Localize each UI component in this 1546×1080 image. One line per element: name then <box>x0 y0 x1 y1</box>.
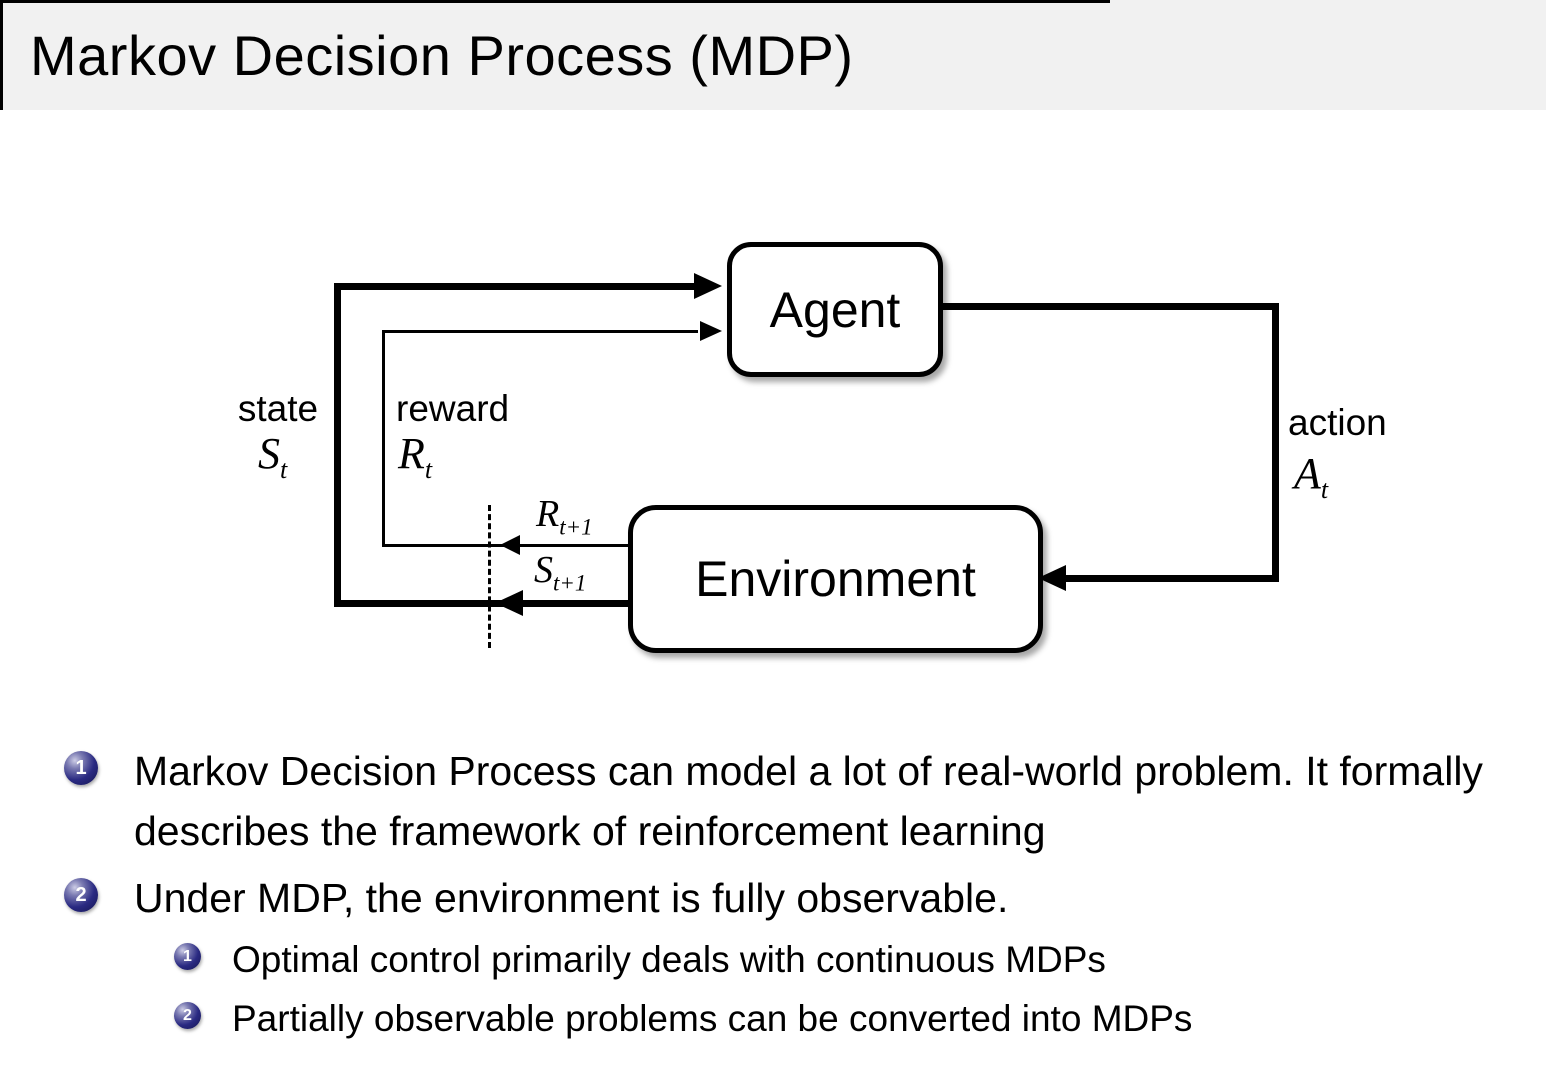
nested-list: 1 Optimal control primarily deals with c… <box>174 934 1524 1045</box>
reward-to-agent-arrowhead-icon <box>700 321 722 341</box>
agent-box: Agent <box>727 242 943 377</box>
state-label: state <box>237 388 319 429</box>
list-item: 1 Markov Decision Process can model a lo… <box>64 741 1524 861</box>
state-to-agent-line <box>334 283 694 290</box>
list-item-text: Partially observable problems can be con… <box>232 998 1193 1039</box>
list-item: 2 Under MDP, the environment is fully ob… <box>64 868 1524 928</box>
bullet-ball-icon: 2 <box>64 878 98 912</box>
state-loop-vertical-line <box>334 283 341 607</box>
next-state-symbol-subscript: t+1 <box>553 570 587 596</box>
next-reward-symbol-subscript: t+1 <box>559 514 593 540</box>
bullet-ball-icon: 1 <box>174 943 201 970</box>
bullet-ball-icon: 2 <box>174 1002 201 1029</box>
next-state-line <box>334 600 628 607</box>
time-step-boundary-dashed-line <box>488 505 491 648</box>
state-symbol-base: S <box>258 429 280 478</box>
list-item-text: Markov Decision Process can model a lot … <box>134 748 1483 854</box>
action-vertical-line <box>1272 303 1279 582</box>
state-symbol-subscript: t <box>280 454 288 484</box>
bullet-ball-icon: 1 <box>64 751 98 785</box>
list-item: 2 Partially observable problems can be c… <box>174 993 1524 1045</box>
reward-loop-vertical-line <box>382 330 385 546</box>
list-item-text: Optimal control primarily deals with con… <box>232 939 1106 980</box>
environment-box-label: Environment <box>695 551 976 607</box>
reward-to-agent-line <box>382 330 698 333</box>
list-item: 1 Optimal control primarily deals with c… <box>174 934 1524 986</box>
action-symbol-base: A <box>1294 449 1321 498</box>
next-state-symbol-base: S <box>534 549 553 591</box>
next-reward-symbol-base: R <box>536 493 560 535</box>
reward-label: reward <box>396 388 510 429</box>
state-symbol: St <box>258 428 287 482</box>
mdp-diagram: Agent Environment state St reward Rt act… <box>237 242 1387 653</box>
slide-title: Markov Decision Process (MDP) <box>30 23 854 87</box>
action-to-environment-arrowhead-icon <box>1038 565 1066 591</box>
next-reward-symbol: Rt+1 <box>536 492 593 539</box>
state-to-agent-arrowhead-icon <box>694 273 722 299</box>
action-to-environment-line <box>1066 575 1279 582</box>
next-reward-arrowhead-icon <box>500 535 520 555</box>
environment-box: Environment <box>628 505 1043 653</box>
agent-to-action-line <box>933 303 1279 310</box>
reward-symbol-base: R <box>398 429 425 478</box>
next-state-symbol: St+1 <box>534 548 586 595</box>
window-edge-top <box>0 0 1110 3</box>
slide-body: 1 Markov Decision Process can model a lo… <box>64 741 1524 1052</box>
list-item-text: Under MDP, the environment is fully obse… <box>134 875 1009 921</box>
action-symbol: At <box>1294 448 1328 502</box>
slide-header: Markov Decision Process (MDP) <box>0 0 1546 110</box>
action-label: action <box>1288 402 1387 443</box>
reward-symbol-subscript: t <box>424 454 433 484</box>
next-state-arrowhead-icon <box>495 590 523 616</box>
agent-box-label: Agent <box>769 281 901 338</box>
window-edge-left <box>0 0 3 110</box>
action-symbol-subscript: t <box>1320 474 1329 504</box>
reward-symbol: Rt <box>398 428 432 482</box>
